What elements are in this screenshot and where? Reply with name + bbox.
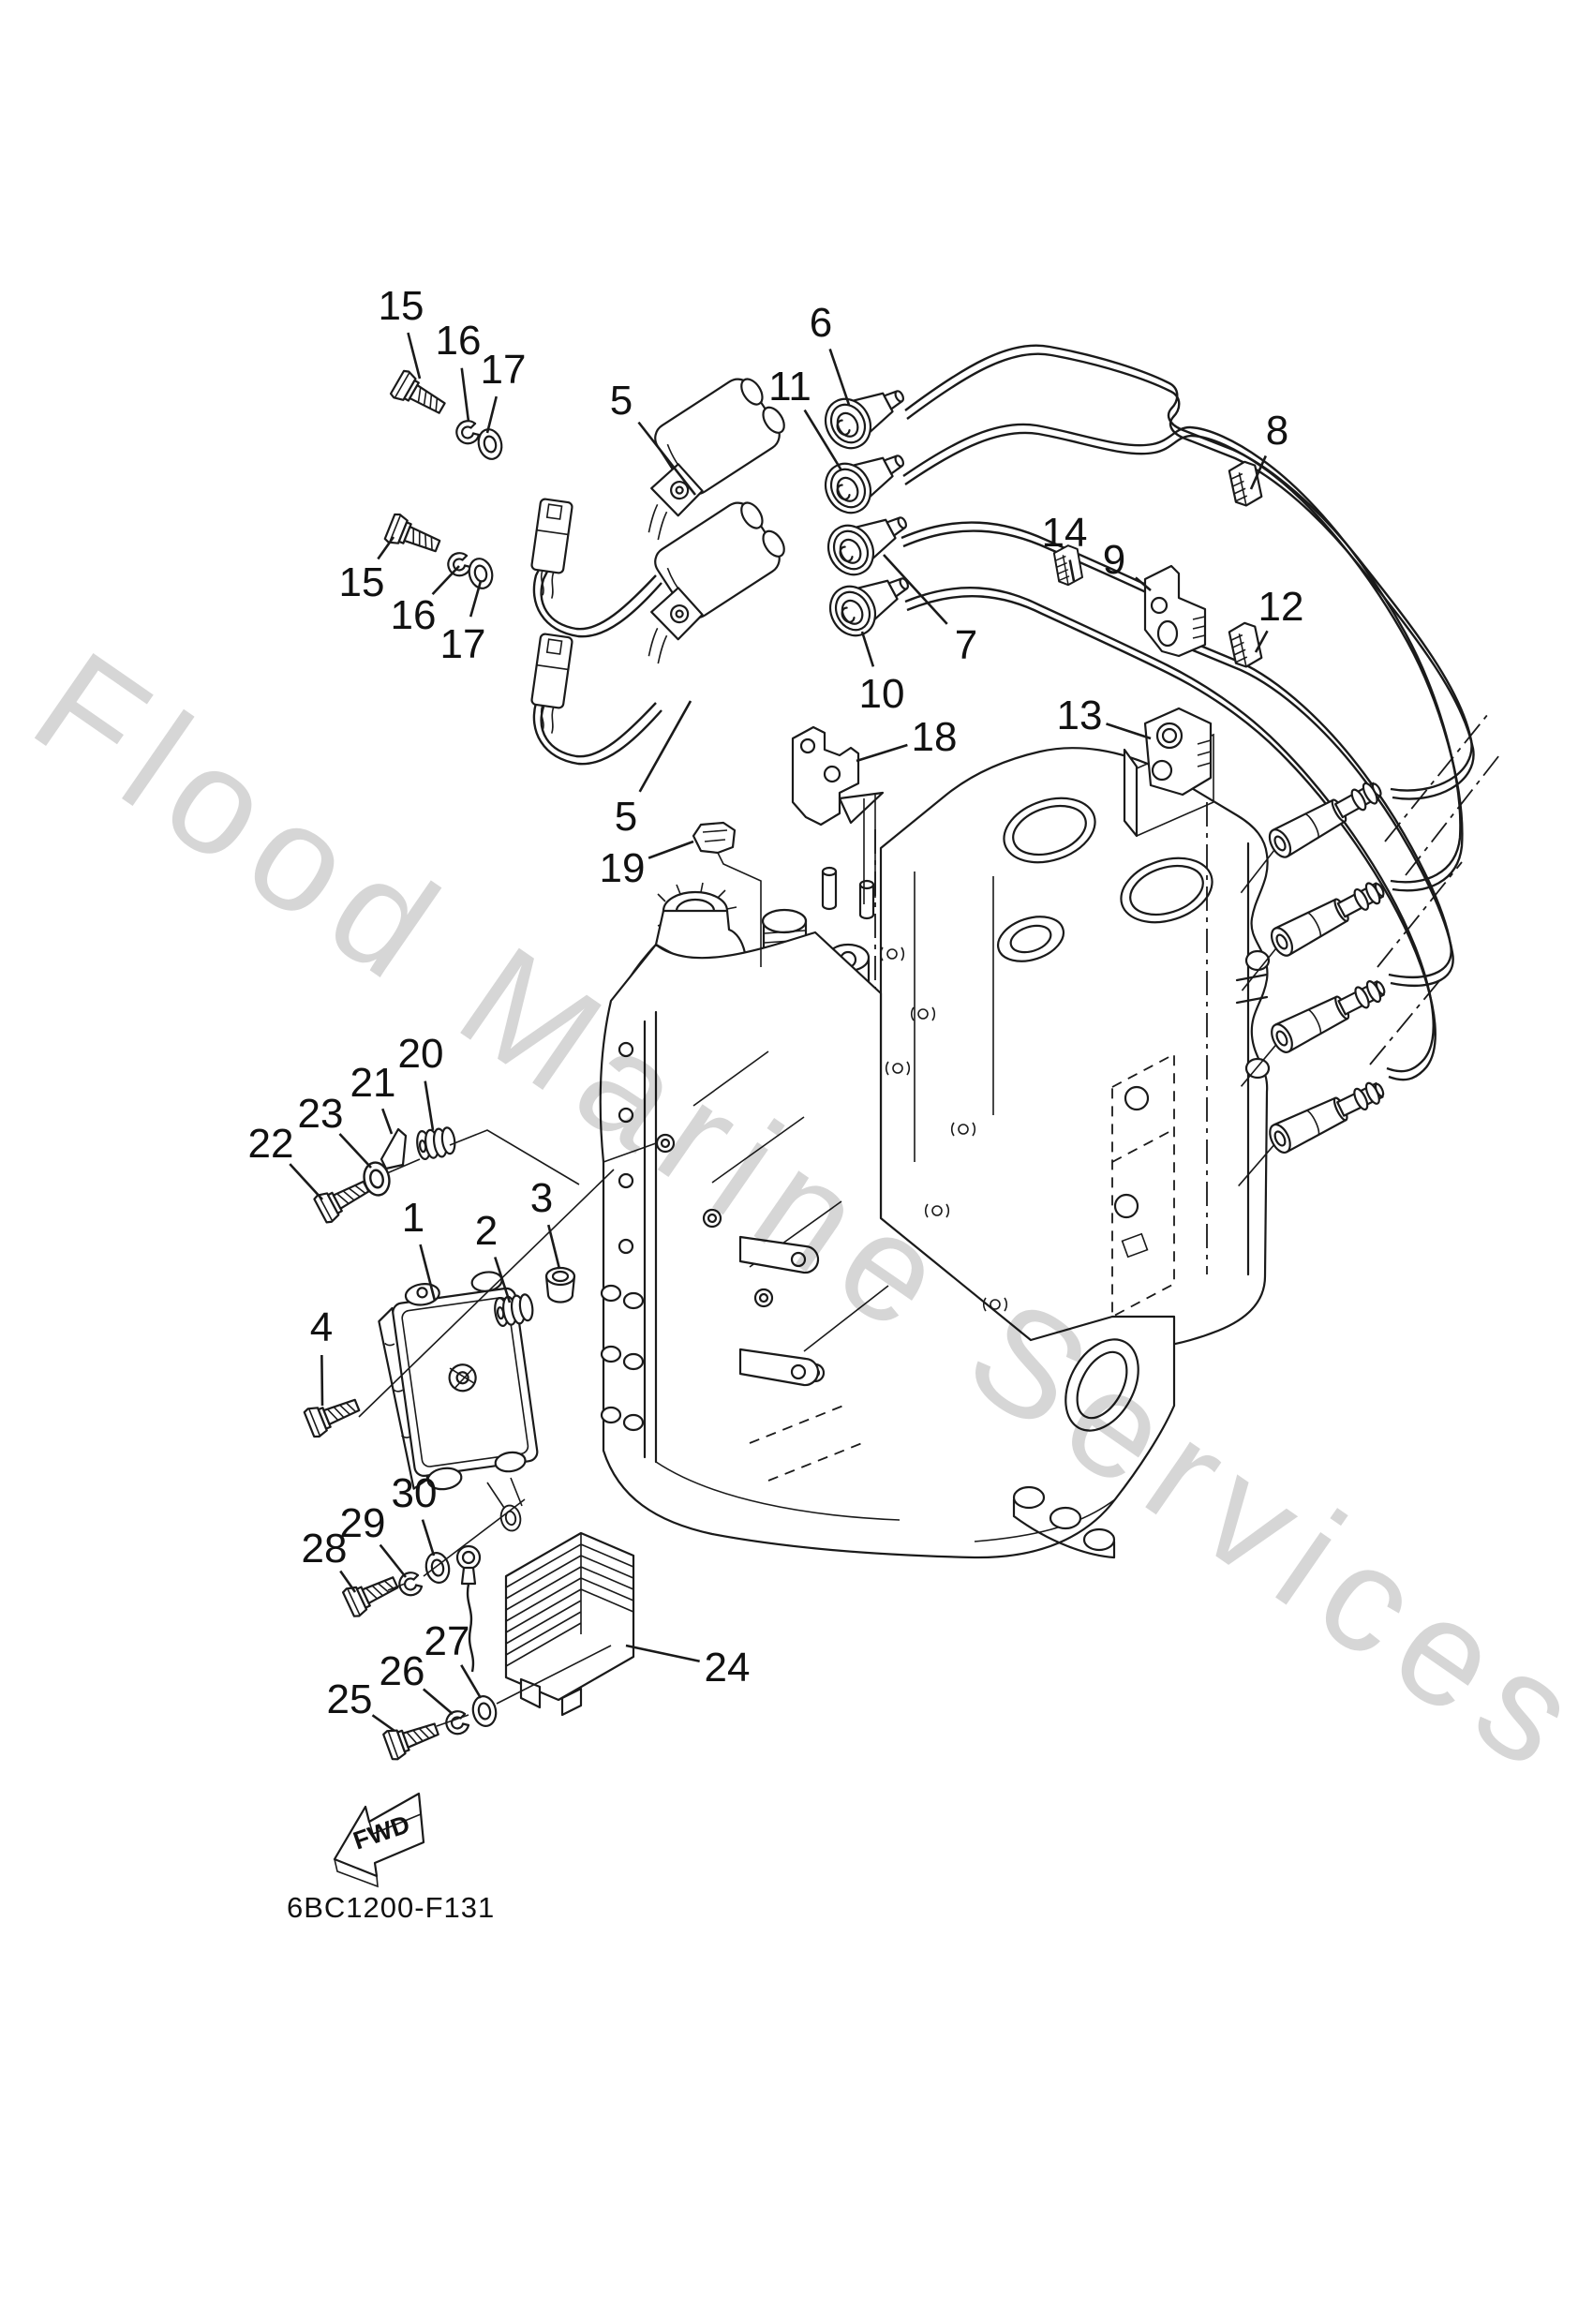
callout-leader-25	[371, 1714, 395, 1733]
callout-16: 16	[391, 592, 437, 638]
callout-24: 24	[705, 1645, 751, 1691]
callout-leader-16	[460, 367, 470, 423]
callout-leader-12	[1254, 630, 1269, 653]
collar-3	[544, 1266, 576, 1304]
ignition-coils	[530, 378, 785, 766]
callout-4: 4	[310, 1304, 333, 1350]
callout-28: 28	[302, 1526, 348, 1572]
callout-17: 17	[440, 621, 486, 667]
callout-3: 3	[530, 1175, 553, 1221]
callout-20: 20	[398, 1031, 444, 1077]
callout-leader-23	[338, 1133, 372, 1169]
callout-27: 27	[424, 1618, 470, 1664]
callout-leader-5	[638, 700, 692, 793]
stay-bracket-18	[791, 725, 885, 904]
diagram-code: 6BC1200-F131	[287, 1891, 495, 1924]
callout-leader-1	[419, 1244, 437, 1302]
callout-leader-17	[485, 395, 498, 434]
callout-leader-15	[407, 332, 422, 380]
callout-leader-27	[460, 1664, 483, 1699]
callout-21: 21	[350, 1060, 396, 1106]
callout-leader-28	[339, 1570, 357, 1593]
callout-leader-2	[494, 1257, 512, 1304]
callout-leader-14	[1068, 559, 1076, 582]
callout-2: 2	[475, 1208, 498, 1254]
clip-21	[380, 1127, 408, 1170]
coil-connector	[530, 498, 573, 599]
callout-1: 1	[402, 1195, 424, 1241]
callout-leader-3	[547, 1224, 561, 1270]
callout-5: 5	[610, 378, 633, 424]
fasteners-and-brackets	[302, 368, 1264, 1763]
callout-15: 15	[339, 559, 385, 605]
lead-clip-19	[692, 821, 762, 967]
callout-leader-13	[1106, 723, 1152, 740]
callout-leader-11	[803, 409, 843, 471]
callout-leader-24	[625, 1644, 700, 1663]
callout-29: 29	[340, 1500, 386, 1546]
callout-leader-8	[1249, 454, 1268, 490]
callout-10: 10	[859, 671, 905, 717]
callout-leader-21	[381, 1108, 394, 1135]
callout-26: 26	[380, 1648, 425, 1694]
callout-14: 14	[1042, 510, 1088, 556]
callout-leader-4	[320, 1354, 324, 1407]
fwd-arrow: FWD	[333, 1792, 425, 1888]
callout-12: 12	[1258, 584, 1304, 630]
callout-leader-17	[469, 580, 483, 618]
callout-22: 22	[248, 1121, 294, 1167]
callout-leader-7	[883, 554, 948, 625]
wire-bracket-9	[1143, 564, 1207, 658]
ring-terminal	[455, 1544, 482, 1673]
callout-leader-22	[289, 1163, 323, 1200]
rectifier-24	[504, 1531, 635, 1717]
callout-leader-19	[648, 840, 694, 859]
callout-leader-6	[828, 348, 851, 406]
coil-connector	[530, 633, 573, 734]
callout-23: 23	[298, 1091, 344, 1137]
cdi-unit	[378, 1271, 539, 1512]
callout-leader-26	[422, 1688, 454, 1715]
callout-leader-9	[1135, 576, 1152, 591]
callout-9: 9	[1103, 537, 1125, 583]
callout-7: 7	[955, 622, 977, 668]
callout-leader-20	[424, 1080, 435, 1131]
callout-16: 16	[436, 318, 482, 364]
callout-17: 17	[481, 347, 527, 393]
callout-19: 19	[600, 845, 646, 891]
wire-bracket-13	[1143, 707, 1213, 797]
callout-11: 11	[768, 364, 811, 410]
callout-6: 6	[810, 300, 832, 346]
engine-block	[599, 733, 1271, 1559]
callout-25: 25	[327, 1676, 373, 1722]
callout-15: 15	[379, 283, 424, 329]
callout-18: 18	[912, 714, 958, 760]
callout-8: 8	[1266, 408, 1288, 454]
callout-13: 13	[1057, 693, 1103, 738]
callout-leader-29	[379, 1543, 408, 1578]
callout-leader-18	[856, 743, 908, 763]
spark-plug-caps	[815, 371, 920, 645]
callout-leader-16	[431, 565, 460, 596]
callout-leader-10	[860, 631, 875, 667]
callout-5: 5	[615, 794, 637, 840]
callout-leader-15	[377, 536, 395, 560]
callout-30: 30	[392, 1470, 438, 1516]
callout-leader-30	[421, 1519, 436, 1557]
callout-leader-5	[637, 421, 697, 496]
